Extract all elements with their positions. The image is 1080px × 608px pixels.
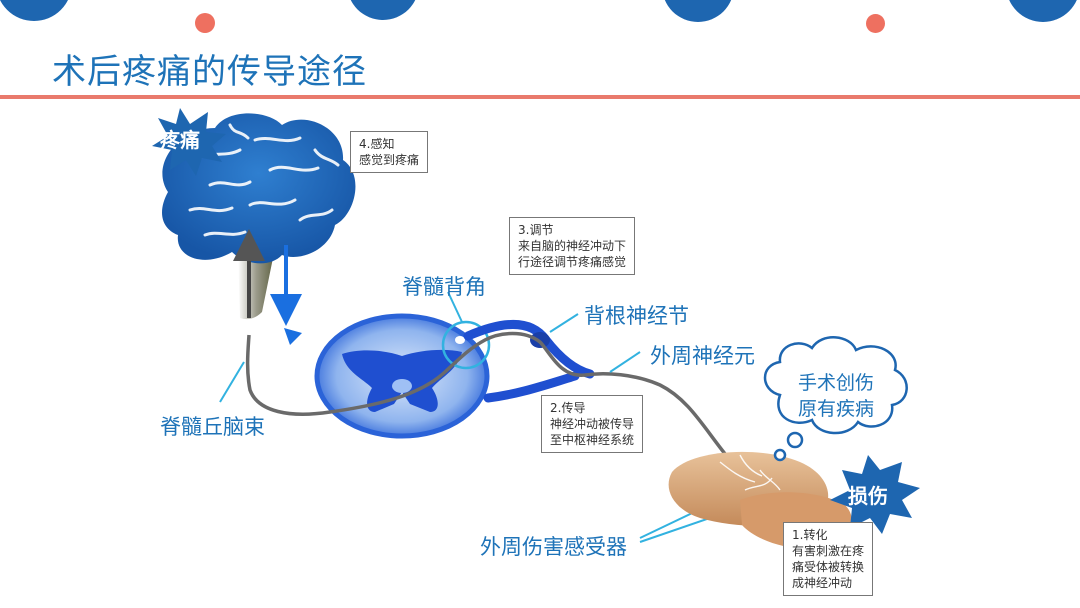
injury-burst-label: 损伤 bbox=[848, 484, 888, 508]
cloud-line-2: 原有疾病 bbox=[797, 398, 874, 420]
title-divider bbox=[0, 95, 1080, 99]
decorative-dot-coral bbox=[866, 14, 885, 33]
label-spinothalamic-tract: 脊髓丘脑束 bbox=[160, 415, 265, 439]
label-dorsal-horn: 脊髓背角 bbox=[402, 275, 486, 299]
step-line: 痛受体被转换 bbox=[792, 560, 865, 574]
cloud-line-1: 手术创伤 bbox=[797, 372, 874, 394]
leader-peripheral-neuron bbox=[609, 351, 641, 373]
starburst-icon bbox=[152, 108, 226, 176]
step-title: 1.转化 bbox=[792, 528, 828, 542]
peripheral-nerve-fiber bbox=[245, 331, 732, 462]
thought-cloud-text: 手术创伤 原有疾病 bbox=[786, 370, 886, 422]
label-nociceptor: 外周伤害感受器 bbox=[480, 535, 627, 559]
step-line: 感觉到疼痛 bbox=[359, 153, 420, 167]
step-line: 行途径调节疼痛感觉 bbox=[518, 255, 627, 269]
page-title: 术后疼痛的传导途径 bbox=[52, 52, 367, 92]
pain-burst-label: 疼痛 bbox=[160, 128, 200, 152]
leader-ganglion bbox=[549, 313, 579, 333]
decorative-circle-blue bbox=[347, 0, 419, 20]
step-title: 2.传导 bbox=[550, 401, 586, 415]
step-note-transduction: 1.转化 有害刺激在疼 痛受体被转换 成神经冲动 bbox=[783, 522, 874, 596]
label-dorsal-root-ganglion: 背根神经节 bbox=[584, 304, 689, 328]
step-note-perception: 4.感知 感觉到疼痛 bbox=[350, 131, 429, 173]
step-line: 来自脑的神经冲动下 bbox=[518, 239, 627, 253]
step-note-modulation: 3.调节 来自脑的神经冲动下 行途径调节疼痛感觉 bbox=[509, 217, 636, 275]
starburst-icon bbox=[830, 455, 920, 534]
decorative-circle-blue bbox=[662, 0, 734, 22]
step-title: 3.调节 bbox=[518, 223, 554, 237]
step-line: 神经冲动被传导 bbox=[550, 417, 635, 431]
label-peripheral-neuron: 外周神经元 bbox=[650, 344, 755, 368]
decorative-circle-blue bbox=[1006, 0, 1080, 22]
descending-arrow-head bbox=[284, 328, 302, 345]
step-line: 成神经冲动 bbox=[792, 576, 853, 590]
thought-cloud-icon bbox=[763, 336, 908, 462]
leader-dorsal-horn bbox=[447, 291, 463, 323]
step-line: 至中枢神经系统 bbox=[550, 433, 635, 447]
decorative-dot-coral bbox=[195, 13, 215, 33]
step-title: 4.感知 bbox=[359, 137, 395, 151]
leader-spinothalamic bbox=[219, 361, 245, 403]
dorsal-horn-highlight bbox=[441, 320, 491, 370]
step-note-transmission: 2.传导 神经冲动被传导 至中枢神经系统 bbox=[541, 395, 644, 453]
ventral-root bbox=[483, 371, 580, 403]
spinal-cord-cross-section-icon bbox=[314, 313, 490, 439]
step-line: 有害刺激在疼 bbox=[792, 544, 865, 558]
